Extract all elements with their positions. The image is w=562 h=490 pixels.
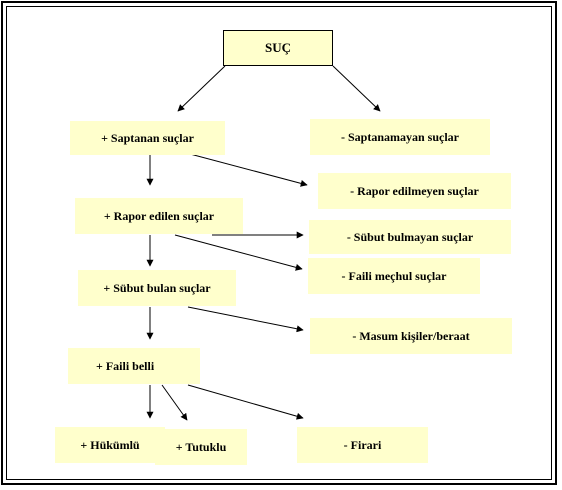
arrow-root-to-saptanan [177,65,226,112]
node-faili-mechul-suclar: - Faili meçhul suçlar [308,258,480,294]
node-tutuklu: + Tutuklu [155,429,247,465]
node-rapor-edilen-suclar: + Rapor edilen suçlar [75,198,243,234]
node-hukumlu: + Hükümlü [55,427,165,463]
arrow-root-to-saptanamayan [332,65,381,112]
node-suc: SUÇ [223,30,333,66]
node-subut-bulan-suclar: + Sübut bulan suçlar [78,270,236,306]
arrow-saptanan-to-rapor-edilmeyen [174,149,308,187]
node-masum-kisiler-beraat: - Masum kişiler/beraat [310,318,512,354]
node-saptanan-suclar: + Saptanan suçlar [70,121,225,155]
arrow-rapor-edilen-to-faili-mechul [174,234,303,271]
node-subut-bulmayan-suclar: - Sübut bulmayan suçlar [309,220,511,254]
outer-frame [1,1,557,485]
inner-frame [6,6,552,480]
node-firari: - Firari [297,427,428,463]
arrow-faili-belli-to-firari [187,384,304,420]
node-faili-belli: + Faili belli [68,348,200,384]
node-saptanamayan-suclar: - Saptanamayan suçlar [310,119,490,155]
arrow-subut-bulan-to-masum [187,306,304,333]
node-rapor-edilmeyen-suclar: - Rapor edilmeyen suçlar [318,173,511,209]
arrow-faili-belli-to-tutuklu [161,384,188,421]
